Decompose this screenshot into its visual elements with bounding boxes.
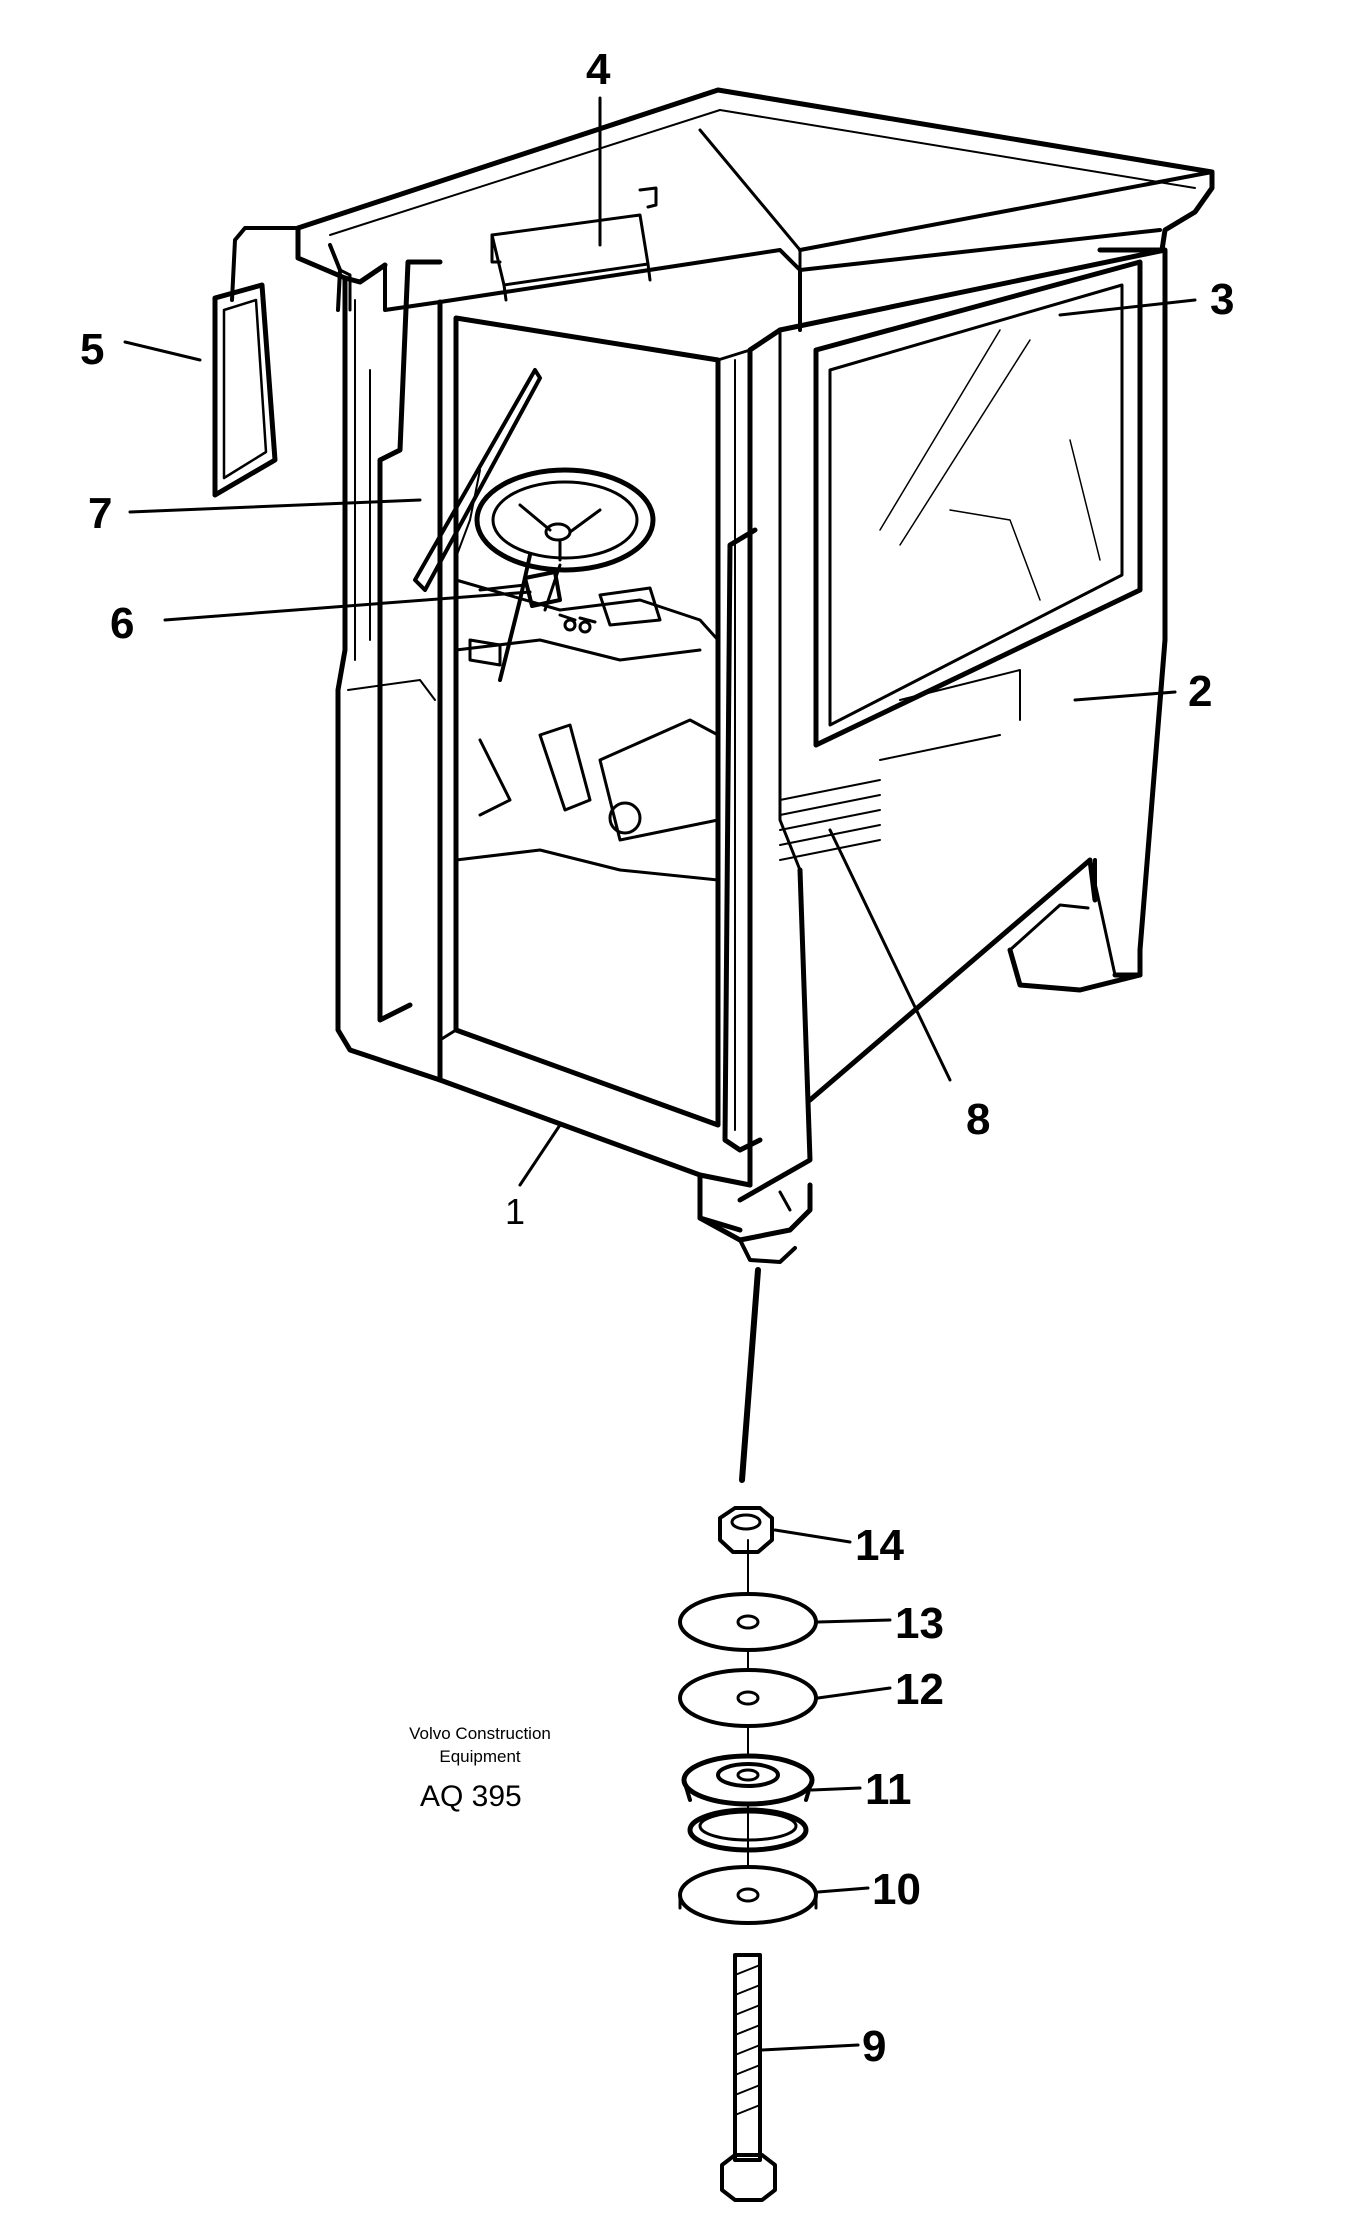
handrail-left bbox=[377, 259, 443, 1023]
cab-right-side-panel bbox=[737, 247, 1168, 1203]
leader-lines bbox=[123, 96, 1197, 2052]
callout-10: 10 bbox=[872, 1865, 921, 1914]
vent-grille bbox=[779, 669, 1021, 861]
dashboard bbox=[454, 578, 720, 667]
callout-7: 7 bbox=[88, 489, 113, 538]
caption-illustration-code: AQ 395 bbox=[420, 1780, 522, 1813]
callout-5: 5 bbox=[80, 325, 105, 374]
wiper-arm bbox=[413, 368, 542, 592]
cab-roof bbox=[295, 87, 1215, 332]
washer-13 bbox=[678, 1592, 818, 1652]
washer-10 bbox=[678, 1865, 818, 1925]
rubber-mount-11 bbox=[681, 1753, 815, 1853]
callout-11: 11 bbox=[865, 1765, 912, 1814]
diagram-caption: Volvo Construction Equipment AQ 395 bbox=[380, 1722, 580, 1814]
callout-14: 14 bbox=[855, 1521, 904, 1570]
explosion-axis-line bbox=[739, 1267, 761, 1483]
steering-wheel bbox=[474, 467, 656, 682]
callout-2: 2 bbox=[1188, 667, 1213, 716]
callout-9: 9 bbox=[862, 2022, 887, 2071]
callout-6: 6 bbox=[110, 599, 135, 648]
callout-8: 8 bbox=[966, 1095, 991, 1144]
callout-1: 1 bbox=[505, 1191, 526, 1232]
caption-manufacturer-line2: Equipment bbox=[439, 1747, 521, 1766]
roof-hatch-panel bbox=[490, 186, 658, 302]
cab-mount-foot bbox=[697, 1182, 813, 1264]
washer-12 bbox=[678, 1668, 818, 1728]
callout-3: 3 bbox=[1210, 275, 1235, 324]
seat-and-pedals bbox=[454, 718, 720, 882]
nut-14 bbox=[718, 1506, 774, 1554]
caption-manufacturer-line1: Volvo Construction bbox=[409, 1724, 551, 1743]
mirror bbox=[212, 226, 352, 498]
callout-13: 13 bbox=[895, 1599, 944, 1648]
handrail-right bbox=[722, 527, 763, 1153]
door-frame bbox=[437, 299, 783, 1233]
wiper-motor bbox=[478, 570, 562, 608]
callout-4: 4 bbox=[586, 45, 611, 94]
callout-12: 12 bbox=[895, 1665, 944, 1714]
bolt-9 bbox=[720, 1953, 777, 2202]
cab-left-side bbox=[335, 275, 443, 1083]
side-window bbox=[813, 259, 1143, 748]
